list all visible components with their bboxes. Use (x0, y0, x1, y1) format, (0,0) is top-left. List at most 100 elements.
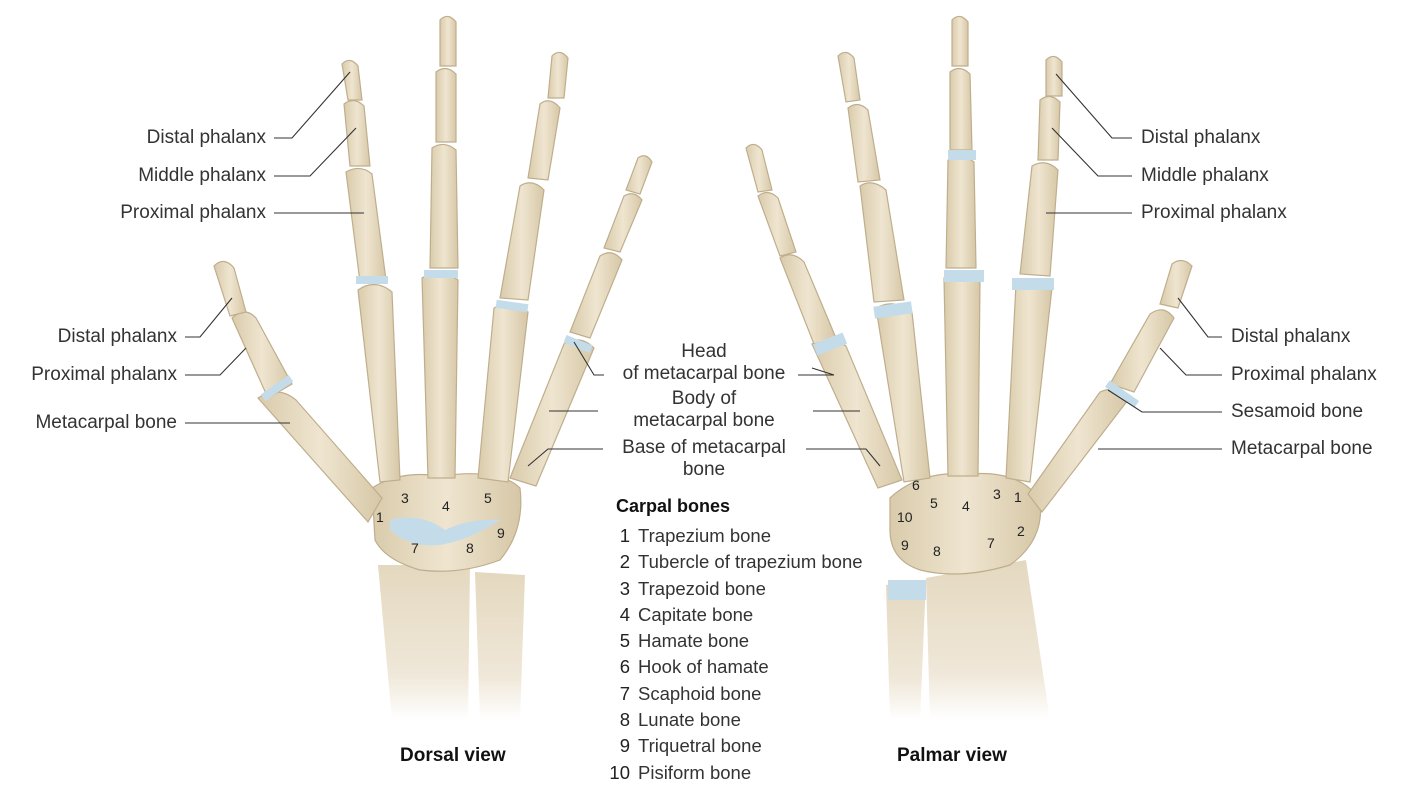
dorsal-view-title: Dorsal view (400, 745, 506, 766)
palmar-carpal-numbers: 6 5 4 3 1 10 2 9 8 7 (897, 477, 1025, 559)
dorsal-index-proximal (345, 167, 387, 283)
palmar-num-3: 3 (993, 486, 1001, 502)
legend-num: 2 (619, 551, 630, 573)
palmar-thumb-metacarpal (1027, 388, 1129, 513)
palmar-little-middle (757, 191, 797, 257)
dorsal-radius (378, 565, 470, 720)
legend-text: Tubercle of trapezium bone (638, 551, 863, 573)
body-line-1: Body of (671, 388, 737, 409)
legend-item: 4 Capitate bone (607, 602, 907, 628)
palmar-index-middle (1037, 95, 1061, 161)
dorsal-index-metacarpal (357, 283, 401, 483)
dorsal-middle-metacarpal (421, 271, 459, 479)
palmar-thumb-distal-label: Distal phalanx (1231, 326, 1351, 347)
legend-num: 5 (619, 630, 630, 652)
base-line-1: Base of metacarpal (622, 437, 786, 458)
palmar-ring-distal (837, 51, 861, 103)
palmar-num-1: 1 (1014, 489, 1022, 505)
legend-text: Scaphoid bone (638, 682, 762, 704)
dorsal-num-3: 3 (401, 490, 409, 506)
palmar-finger-middle-label: Middle phalanx (1141, 165, 1269, 186)
palmar-num-4: 4 (962, 498, 970, 514)
legend-text: Triquetral bone (638, 735, 762, 757)
dorsal-metacarpal-label: Metacarpal bone (35, 412, 177, 433)
palmar-middle-proximal (945, 155, 977, 269)
palmar-num-7: 7 (987, 535, 995, 551)
dorsal-ring-distal (547, 51, 569, 99)
dorsal-middle-middle (435, 67, 457, 143)
legend-num: 3 (619, 577, 630, 599)
dorsal-ring-proximal (499, 182, 545, 301)
dorsal-little-distal (625, 155, 653, 195)
legend-text: Capitate bone (638, 603, 754, 625)
palmar-index-distal (1045, 55, 1063, 97)
legend-item: 7 Scaphoid bone (607, 681, 907, 707)
dorsal-finger-proximal-label: Proximal phalanx (120, 202, 266, 223)
palmar-thumb-distal (1159, 259, 1193, 309)
palmar-num-10: 10 (897, 509, 913, 525)
dorsal-index-distal (341, 59, 363, 101)
base-of-metacarpal-label: Base of metacarpal bone (604, 437, 804, 481)
legend-num: 10 (609, 761, 630, 783)
palmar-index-proximal (1019, 162, 1059, 277)
legend-text: Hamate bone (638, 630, 750, 652)
dorsal-little-proximal (569, 252, 623, 339)
dorsal-thumb-distal-label: Distal phalanx (57, 326, 177, 347)
legend-num: 7 (619, 682, 630, 704)
dorsal-finger-middle-label: Middle phalanx (138, 165, 266, 186)
dorsal-num-5: 5 (484, 490, 492, 506)
dorsal-ulna (475, 572, 525, 720)
leader-lines (185, 71, 1222, 467)
palmar-num-9: 9 (901, 537, 909, 553)
legend-text: Trapezium bone (638, 525, 771, 546)
legend-item: 8 Lunate bone (607, 707, 907, 733)
dorsal-finger-distal-label: Distal phalanx (146, 127, 266, 148)
dorsal-ring-middle (527, 100, 561, 181)
legend-item: 5 Hamate bone (607, 628, 907, 654)
dorsal-index-middle (343, 99, 371, 167)
palmar-sesamoid-label: Sesamoid bone (1231, 401, 1364, 422)
palmar-middle-middle (949, 67, 973, 151)
legend-num: 1 (619, 525, 630, 546)
dorsal-num-9: 9 (497, 525, 505, 541)
palmar-ulna (886, 580, 926, 720)
palmar-thumb-proximal-label: Proximal phalanx (1231, 364, 1377, 385)
palmar-middle-metacarpal (943, 271, 981, 477)
base-line-2: bone (682, 459, 726, 480)
dorsal-little-middle (603, 193, 643, 253)
dorsal-num-8: 8 (466, 540, 474, 556)
palmar-metacarpal-label: Metacarpal bone (1231, 438, 1373, 459)
carpal-bones-title: Carpal bones (616, 496, 731, 516)
body-of-metacarpal-label: Body of metacarpal bone (604, 388, 804, 432)
dorsal-thumb-metacarpal (257, 391, 383, 524)
legend-text: Trapezoid bone (638, 577, 766, 599)
palmar-ring-proximal (859, 182, 905, 303)
palmar-ring-middle (847, 103, 881, 183)
dorsal-num-7: 7 (411, 540, 419, 556)
head-line-2: of metacarpal bone (622, 363, 786, 384)
legend-item: 1 Trapezium bone (607, 523, 907, 549)
legend-text: Lunate bone (638, 709, 741, 731)
dorsal-middle-distal (439, 15, 457, 67)
palmar-num-8: 8 (933, 543, 941, 559)
legend-num: 4 (619, 603, 630, 625)
palmar-finger-distal-label: Distal phalanx (1141, 127, 1261, 148)
dorsal-carpal-numbers: 1 3 4 5 7 8 9 (376, 490, 505, 556)
palmar-thumb-proximal (1109, 309, 1175, 393)
palmar-num-5: 5 (930, 495, 938, 511)
legend-item: 3 Trapezoid bone (607, 576, 907, 602)
palmar-num-6: 6 (912, 477, 920, 493)
head-of-metacarpal-label: Head of metacarpal bone (604, 341, 804, 385)
palmar-finger-proximal-label: Proximal phalanx (1141, 202, 1287, 223)
palmar-little-distal (745, 143, 773, 193)
palmar-index-metacarpal (1005, 279, 1053, 483)
carpal-bones-legend: Carpal bones 1 Trapezium bone 2 Tubercle o… (607, 495, 907, 786)
dorsal-thumb-distal (213, 260, 247, 317)
dorsal-middle-proximal (429, 143, 459, 269)
legend-num: 8 (619, 709, 630, 731)
